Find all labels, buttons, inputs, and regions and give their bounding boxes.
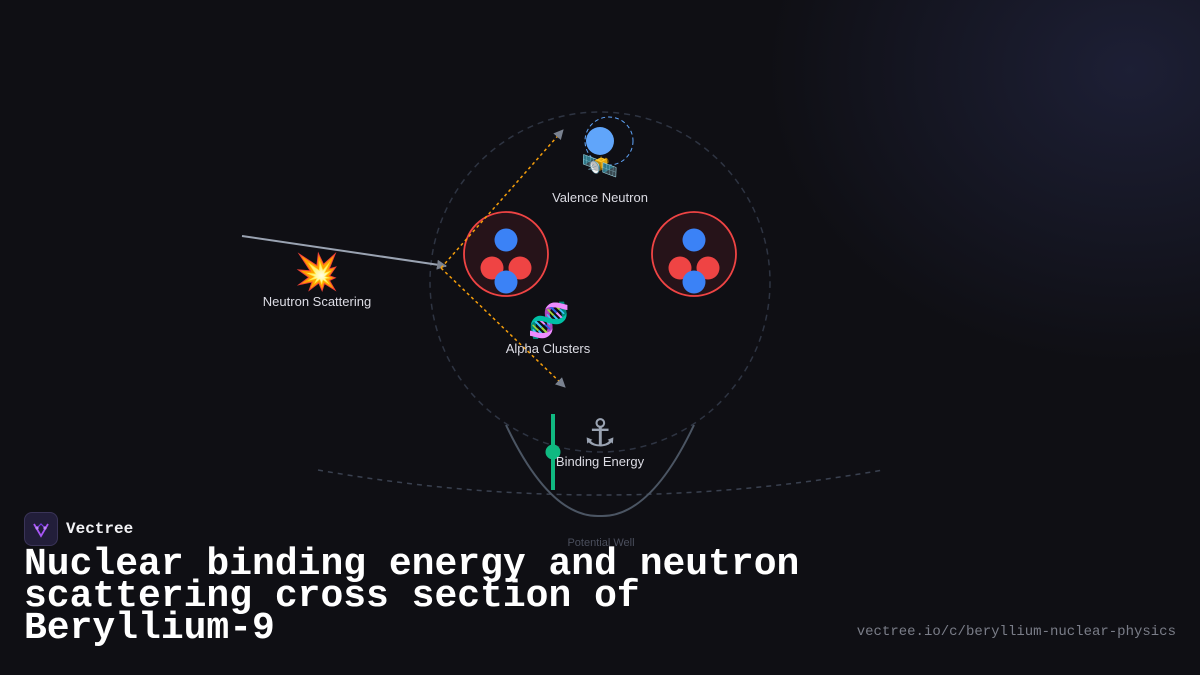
binding-energy-dot xyxy=(545,444,561,460)
nucleus-boundary xyxy=(429,111,771,453)
scattered-path-down xyxy=(440,267,566,388)
potential-well-curve xyxy=(505,424,695,518)
alpha-clusters-label: Alpha Clusters xyxy=(506,341,591,356)
dna-icon: 🧬 xyxy=(528,300,570,341)
potential-well-floor xyxy=(317,469,884,496)
scattered-path-up xyxy=(440,129,564,269)
potential-well-label: Potential Well xyxy=(567,537,634,549)
source-url: vectree.io/c/beryllium-nuclear-physics xyxy=(856,624,1176,640)
valence-neutron xyxy=(586,127,614,155)
neutron-scattering-label: Neutron Scattering xyxy=(263,294,371,309)
incoming-neutron-path xyxy=(241,235,447,270)
page-title: Nuclear binding energy and neutron scatt… xyxy=(24,543,800,650)
alpha-cluster-right xyxy=(651,211,737,297)
valence-neutron-orbit xyxy=(584,116,634,166)
brand: Vectree xyxy=(24,512,133,546)
brand-name: Vectree xyxy=(66,520,134,538)
anchor-icon: ⚓ xyxy=(583,411,617,455)
satellite-icon: 🛰️ xyxy=(581,149,618,184)
alpha-cluster-left xyxy=(463,211,549,297)
vectree-logo-icon xyxy=(24,512,58,546)
collision-icon: 💥 xyxy=(295,251,340,293)
valence-neutron-label: Valence Neutron xyxy=(552,190,648,205)
binding-energy-label: Binding Energy xyxy=(556,454,645,469)
